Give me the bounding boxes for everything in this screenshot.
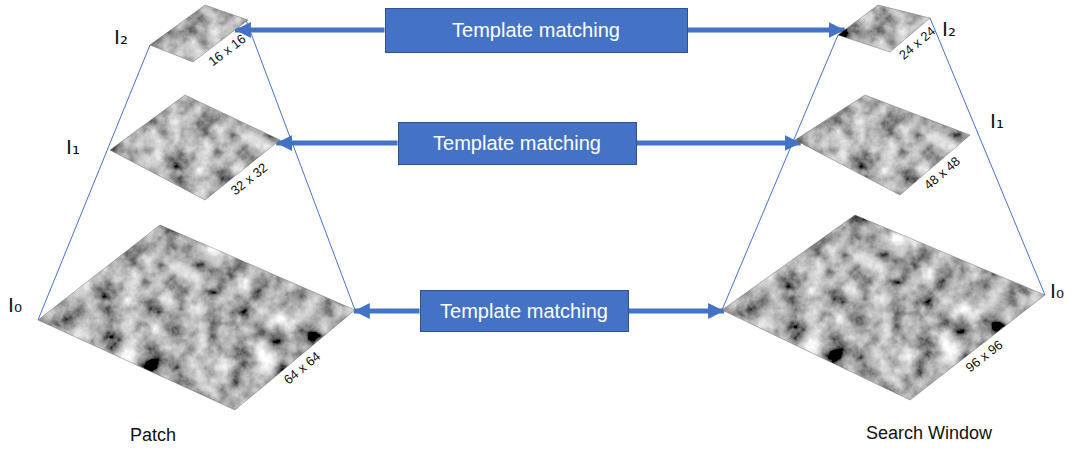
patch-border [110, 95, 280, 200]
process-box: Template matching [420, 290, 629, 332]
terrain-image [692, 185, 1075, 430]
box-label: Template matching [433, 132, 601, 155]
patch-border [795, 95, 970, 195]
terrain-fill [150, 5, 248, 62]
terrain-fill [110, 95, 280, 200]
terrain-fill [795, 95, 970, 195]
double-arrow [637, 141, 801, 146]
image-patch: 16 x 16 [120, 0, 278, 92]
image-patch: 96 x 96 [692, 185, 1075, 430]
process-box: Template matching [398, 122, 637, 165]
image-patch: 64 x 64 [8, 195, 385, 440]
level-label: I₂ [114, 26, 128, 48]
double-arrow [354, 309, 420, 314]
double-arrow [235, 28, 385, 33]
double-arrow [629, 309, 725, 314]
process-box: Template matching [385, 8, 688, 53]
terrain-fill [722, 215, 1045, 400]
box-label: Template matching [452, 19, 620, 42]
level-label: I₀ [8, 294, 22, 316]
terrain-image [120, 0, 278, 92]
level-label: I₂ [942, 18, 956, 40]
patch-border [150, 5, 248, 62]
caption-label: Search Window [866, 424, 992, 444]
terrain-image [8, 195, 385, 440]
terrain-image [80, 65, 310, 230]
caption-label: Patch [130, 426, 176, 446]
level-label: I₀ [1050, 280, 1064, 302]
level-label: I₁ [66, 136, 80, 158]
double-arrow [276, 141, 397, 146]
patch-border [722, 215, 1045, 400]
double-arrow [688, 28, 845, 33]
level-label: I₁ [990, 110, 1004, 132]
terrain-image [765, 65, 1000, 225]
box-label: Template matching [440, 300, 608, 323]
image-patch: 48 x 48 [765, 65, 1000, 225]
terrain-fill [38, 225, 355, 410]
patch-border [38, 225, 355, 410]
image-patch: 32 x 32 [80, 65, 310, 230]
terrain-image [808, 0, 960, 82]
image-patch: 24 x 24 [808, 0, 960, 82]
